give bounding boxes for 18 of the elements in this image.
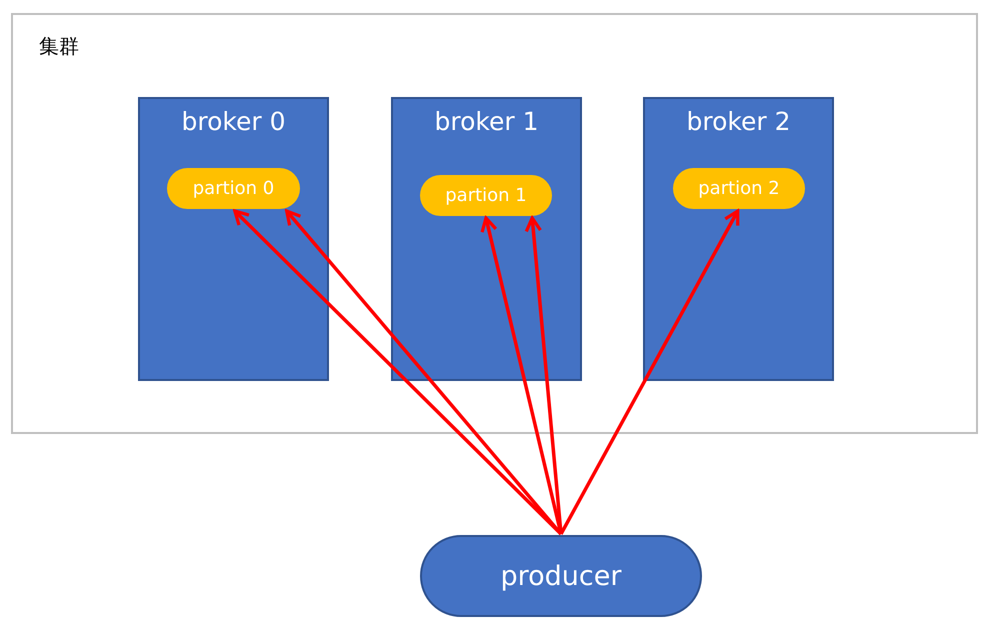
partition-pill	[673, 168, 805, 209]
node-label: producer	[500, 560, 622, 592]
broker-box	[643, 97, 834, 381]
cluster-title: 集群	[39, 33, 79, 60]
broker-box	[138, 97, 329, 381]
cluster-box	[11, 13, 978, 434]
partition-pill	[420, 175, 552, 216]
broker-box	[391, 97, 582, 381]
arrow	[285, 209, 562, 536]
arrow	[480, 216, 563, 534]
broker-title: broker 2	[686, 107, 792, 136]
partition-pill	[167, 168, 300, 209]
node-label: partion 0	[192, 178, 274, 199]
broker-title: broker 0	[180, 107, 286, 136]
broker-title: broker 1	[434, 107, 540, 136]
arrow	[559, 209, 740, 535]
node-label: partion 2	[698, 178, 780, 199]
node-label: partion 1	[445, 185, 527, 206]
